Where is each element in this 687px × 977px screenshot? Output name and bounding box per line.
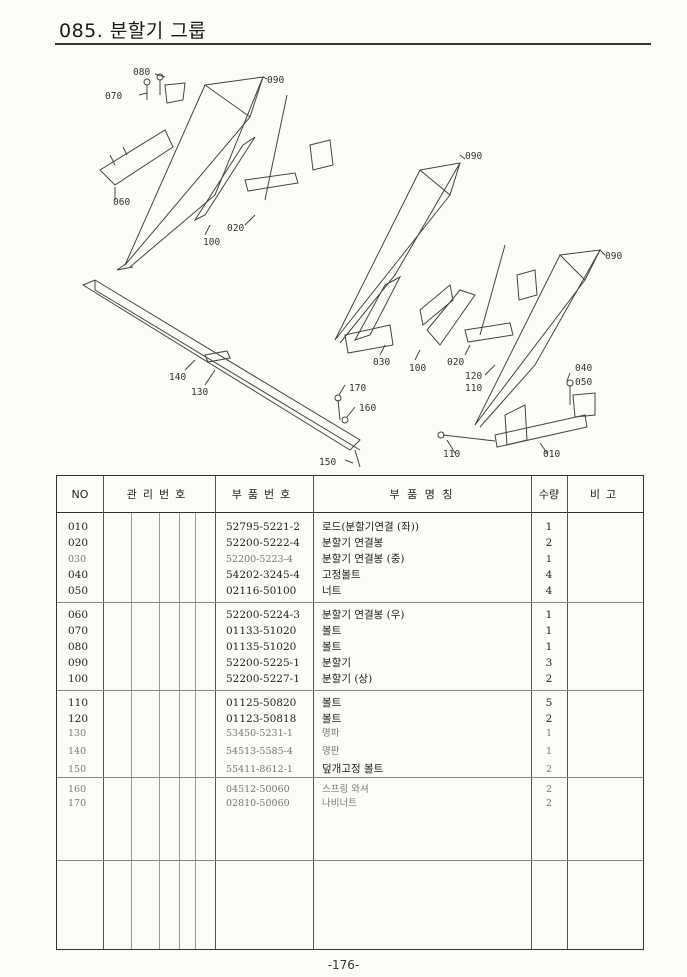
callout-120: 120 (465, 371, 482, 382)
callout-090-right: 090 (605, 251, 622, 262)
header-no: NO (71, 488, 89, 501)
callout-160: 160 (359, 403, 376, 414)
col-divider (159, 513, 160, 949)
callout-090-left: 090 (267, 75, 284, 86)
header-part-number: 부품번호 (231, 488, 297, 501)
callout-020-left: 020 (227, 223, 244, 234)
callout-060: 060 (113, 197, 130, 208)
callout-020-middle: 020 (447, 357, 464, 368)
callout-040: 040 (575, 363, 592, 374)
callout-110-upper: 110 (465, 383, 482, 394)
callout-080: 080 (133, 67, 150, 78)
page-number: -176- (327, 958, 360, 972)
group-divider (57, 690, 643, 691)
group-divider (57, 860, 643, 861)
header-quantity: 수량 (538, 488, 560, 501)
title-rule (55, 43, 651, 45)
col-divider (215, 476, 216, 949)
callout-150: 150 (319, 457, 336, 468)
callout-140: 140 (169, 372, 186, 383)
col-divider (195, 513, 196, 949)
col-divider (103, 476, 104, 949)
callout-130: 130 (191, 387, 208, 398)
col-divider (531, 476, 532, 949)
group-divider (57, 777, 643, 778)
callout-090-middle: 090 (465, 151, 482, 162)
col-divider (179, 513, 180, 949)
col-divider (131, 513, 132, 949)
callout-030: 030 (373, 357, 390, 368)
callout-050: 050 (575, 377, 592, 388)
page-title: 085. 분할기 그룹 (59, 20, 207, 42)
callout-110-lower: 110 (443, 449, 460, 460)
divider-assembly-drawing: 080 070 090 060 100 020 090 090 030 100 … (81, 67, 622, 468)
table-header: NO 관리번호 부품번호 부 품 명 칭 수량 비고 (57, 476, 643, 513)
col-divider (313, 476, 314, 949)
group-divider (57, 602, 643, 603)
header-part-name: 부 품 명 칭 (389, 488, 455, 501)
header-management-number: 관리번호 (126, 488, 192, 501)
header-note: 비고 (589, 488, 623, 501)
callout-170: 170 (349, 383, 366, 394)
exploded-parts-diagram: 080 070 090 060 100 020 090 090 030 100 … (55, 55, 651, 475)
col-divider (567, 476, 568, 949)
callout-010: 010 (543, 449, 560, 460)
callout-100-middle: 100 (409, 363, 426, 374)
callout-070: 070 (105, 91, 122, 102)
callout-100-left: 100 (203, 237, 220, 248)
